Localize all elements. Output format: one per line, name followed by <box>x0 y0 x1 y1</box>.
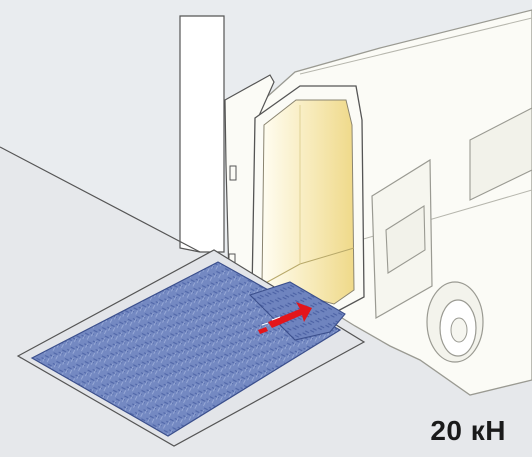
building-wall <box>179 15 225 253</box>
load-capacity-label: 20 кН <box>430 415 506 446</box>
cargo-area <box>261 99 355 305</box>
door-hinge-top <box>229 165 237 181</box>
van-rear-window <box>469 107 532 201</box>
van-wheel-hub <box>450 317 468 343</box>
van-side-window <box>385 205 426 274</box>
van-roof-line <box>299 17 532 75</box>
arrow-right-icon <box>258 302 312 334</box>
wall-edge <box>0 146 201 253</box>
